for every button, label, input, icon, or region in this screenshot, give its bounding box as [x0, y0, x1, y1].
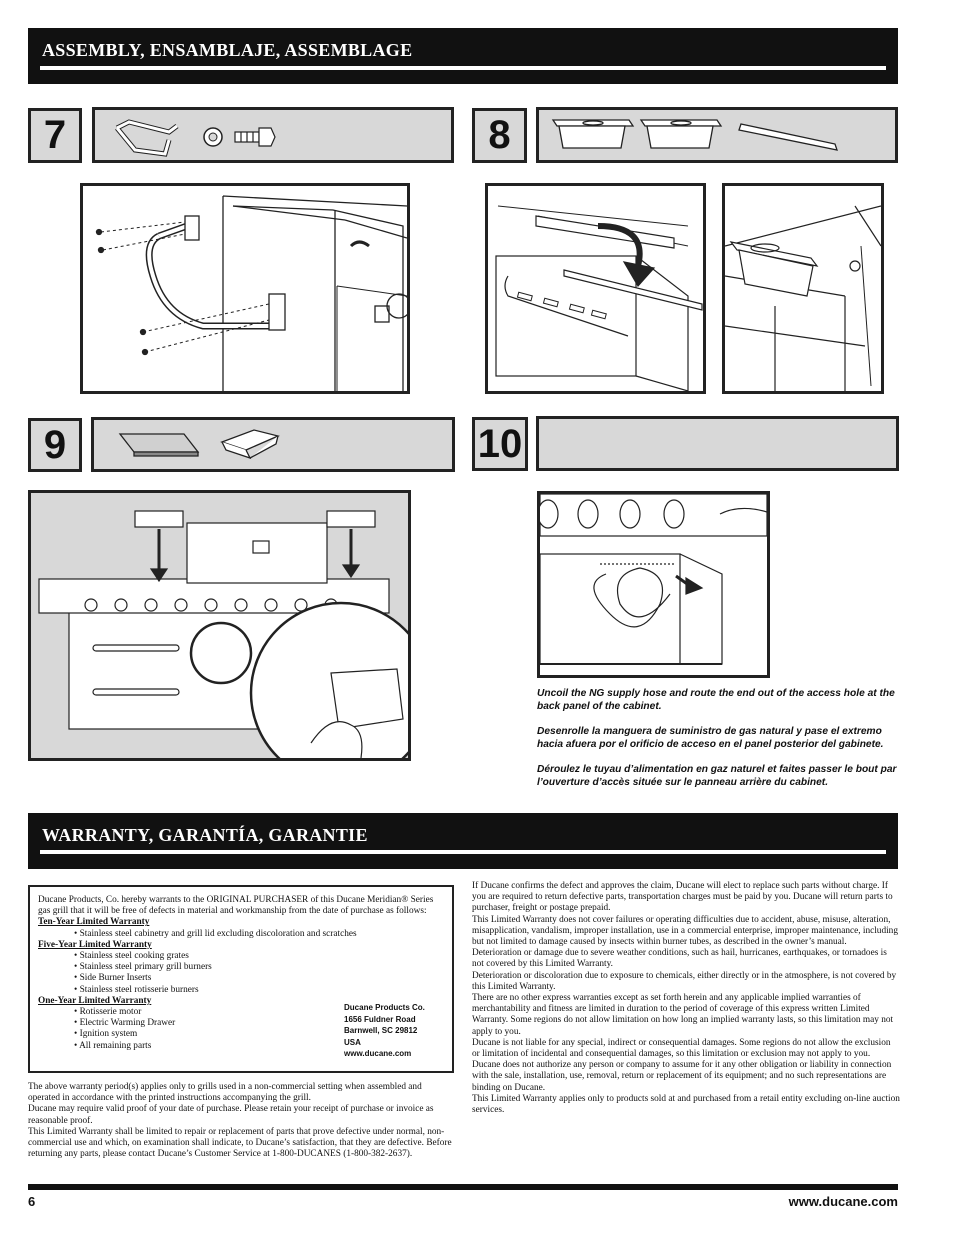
side-burner-cover-icon: [118, 433, 200, 457]
caption-french: Déroulez le tuyau d’alimentation en gaz …: [537, 764, 897, 788]
warranty-section-header: WARRANTY, GARANTÍA, GARANTIE: [28, 813, 898, 869]
drip-tray-icon: [220, 429, 281, 460]
list-item: Rotisserie motor: [74, 1007, 440, 1018]
footer-rule: [28, 1184, 898, 1190]
list-item: Electric Warming Drawer: [74, 1018, 440, 1029]
step-8-parts-illustration: [551, 119, 838, 151]
list-item: All remaining parts: [74, 1041, 440, 1052]
warranty-paragraph: Ducane is not liable for any special, in…: [472, 1037, 891, 1060]
address-line: 1656 Fuldner Road: [344, 1014, 416, 1024]
step-9-illustration: [28, 490, 411, 761]
step-9-number: 9: [28, 418, 82, 472]
list-item: Stainless steel cooking grates: [74, 951, 440, 962]
warranty-intro: Ducane Products, Co. hereby warrants to …: [38, 895, 434, 917]
one-year-warranty-heading: One-Year Limited Warranty: [38, 995, 152, 1006]
step-10-number: 10: [472, 417, 528, 471]
warranty-section-title: WARRANTY, GARANTÍA, GARANTIE: [42, 825, 368, 845]
one-year-list: Rotisserie motor Electric Warming Drawer…: [38, 1007, 440, 1052]
warranty-paragraph: This Limited Warranty applies only to pr…: [472, 1093, 900, 1116]
list-item: Side Burner Inserts: [74, 973, 440, 984]
warranty-left-text: The above warranty period(s) applies onl…: [28, 1082, 452, 1160]
step-8-illustration-right: [722, 183, 884, 394]
step-8-parts-box: [536, 107, 898, 163]
step-8-illustration-left: [485, 183, 706, 394]
warranty-paragraph: Ducane does not authorize any person or …: [472, 1060, 892, 1093]
step-7-number: 7: [28, 108, 82, 163]
warranty-paragraph: Deterioration or discoloration due to ex…: [472, 970, 897, 992]
list-item: Stainless steel rotisserie burners: [74, 985, 440, 996]
handle-part-icon: [115, 119, 179, 157]
step-10-illustration: [537, 491, 770, 678]
caption-english: Uncoil the NG supply hose and route the …: [537, 688, 895, 712]
assembly-section-header: ASSEMBLY, ENSAMBLAJE, ASSEMBLAGE: [28, 28, 898, 84]
warranty-paragraph: Deterioration or damage due to severe we…: [472, 948, 887, 970]
five-year-warranty-heading: Five-Year Limited Warranty: [38, 939, 152, 950]
step-7-illustration: [80, 183, 410, 394]
header-rule: [40, 850, 886, 854]
step-10-caption: Uncoil the NG supply hose and route the …: [537, 687, 903, 801]
step-7-parts-box: [92, 107, 454, 163]
gas-hose-routing-drawing: [540, 494, 767, 665]
bolt-icon: [234, 127, 276, 147]
step-9-parts-box: [91, 417, 455, 472]
company-address: Ducane Products Co. 1656 Fuldner Road Ba…: [344, 1002, 448, 1060]
page-number: 6: [28, 1194, 36, 1209]
warranty-paragraph: The above warranty period(s) applies onl…: [28, 1082, 422, 1104]
ten-year-warranty-heading: Ten-Year Limited Warranty: [38, 917, 150, 928]
list-item: Stainless steel cabinetry and grill lid …: [74, 929, 440, 940]
warranty-right-text: If Ducane confirms the defect and approv…: [472, 881, 900, 1116]
address-line: USA: [344, 1037, 361, 1047]
caption-spanish: Desenrolle la manguera de suministro de …: [537, 726, 884, 750]
assembly-section-title: ASSEMBLY, ENSAMBLAJE, ASSEMBLAGE: [42, 40, 413, 60]
footer-website-link[interactable]: www.ducane.com: [788, 1194, 898, 1209]
warranty-paragraph: Ducane may require valid proof of your d…: [28, 1104, 434, 1126]
five-year-list: Stainless steel cooking grates Stainless…: [38, 951, 440, 996]
warranty-summary-box: Ducane Products, Co. hereby warrants to …: [28, 885, 454, 1073]
step-7-parts-illustration: [115, 119, 276, 157]
warranty-paragraph: This Limited Warranty does not cover fai…: [472, 914, 898, 948]
warranty-paragraph: There are no other express warranties ex…: [472, 993, 894, 1037]
address-line: Barnwell, SC 29812: [344, 1026, 418, 1035]
step-10-parts-box: [536, 416, 899, 471]
list-item: Ignition system: [74, 1029, 440, 1040]
header-rule: [40, 66, 886, 70]
list-item: Stainless steel primary grill burners: [74, 962, 440, 973]
lock-washer-icon: [203, 127, 223, 147]
address-link[interactable]: www.ducane.com: [344, 1049, 412, 1058]
warranty-paragraph: This Limited Warranty shall be limited t…: [28, 1126, 452, 1160]
steam-pan-install-drawing: [725, 205, 881, 391]
rail-bracket-icon: [738, 123, 838, 151]
ten-year-list: Stainless steel cabinetry and grill lid …: [38, 929, 440, 940]
step-9-parts-illustration: [118, 429, 281, 460]
side-burner-cover-drawing: [38, 510, 408, 758]
warranty-paragraph: If Ducane confirms the defect and approv…: [472, 881, 893, 914]
address-line: Ducane Products Co.: [344, 1003, 425, 1012]
steam-pan-icon: [551, 119, 635, 149]
drawer-rail-drawing: [495, 205, 703, 391]
step-8-number: 8: [472, 108, 527, 163]
steam-pan-icon-2: [639, 119, 723, 149]
grill-handle-mounting-drawing: [95, 195, 407, 391]
